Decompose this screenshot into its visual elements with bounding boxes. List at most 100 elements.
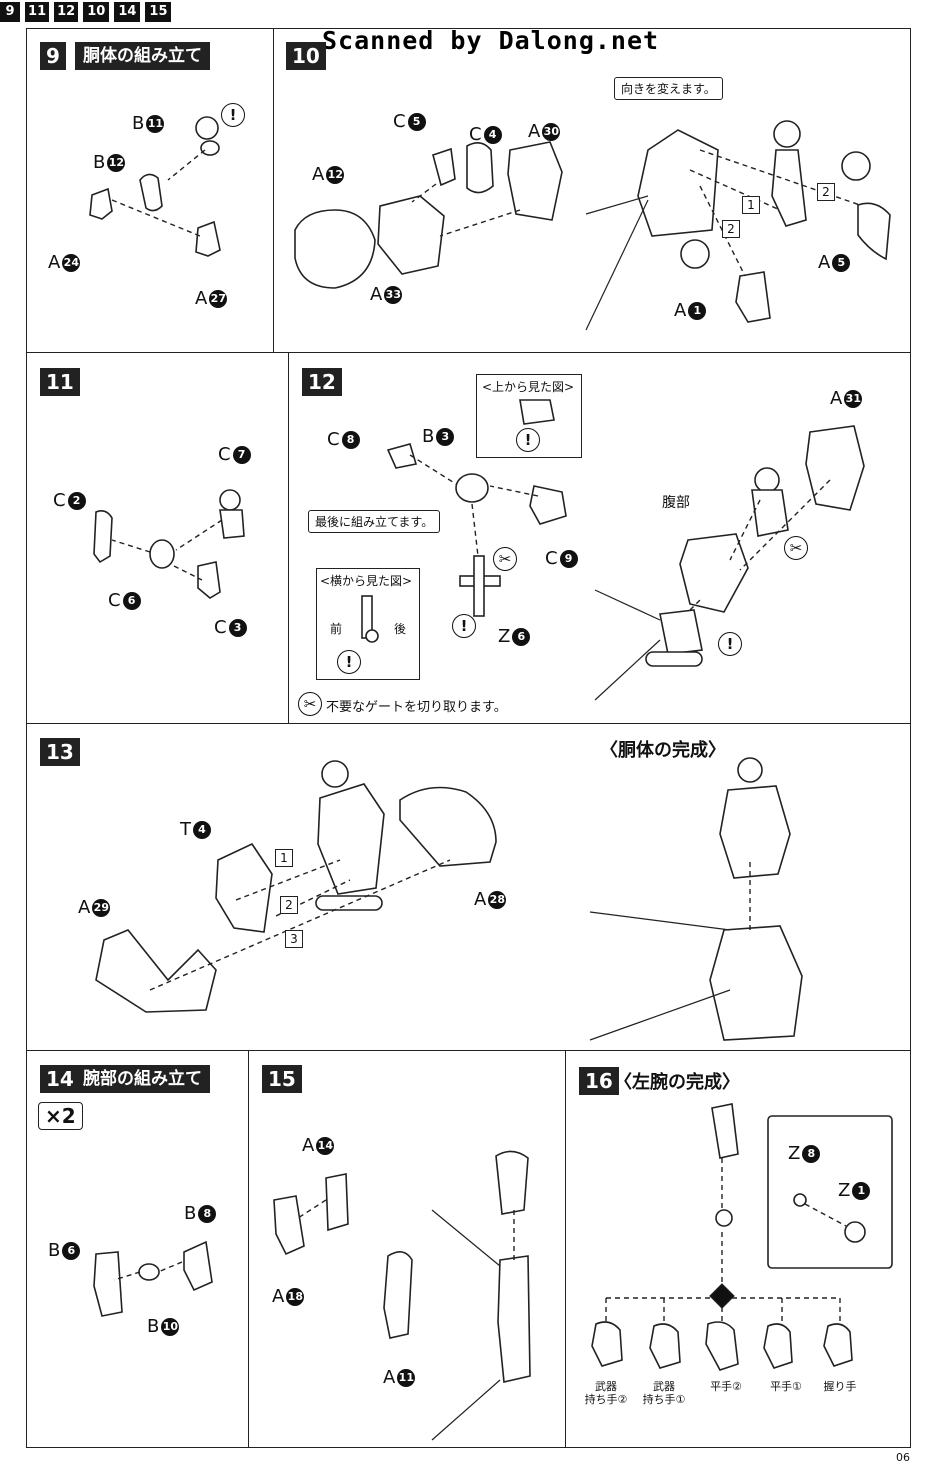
part-letter: B [48, 1240, 61, 1261]
part-letter: B [184, 1203, 197, 1224]
part-number: 33 [384, 285, 403, 304]
panel-step-16 [565, 1050, 911, 1448]
part-letter: Z [788, 1143, 801, 1164]
part-letter: C [327, 429, 340, 450]
part-letter: A [302, 1135, 315, 1156]
part-number: 27 [209, 289, 228, 308]
warning-icon: ! [516, 428, 540, 452]
part-letter: B [132, 113, 145, 134]
step-ref-15: 15 [145, 2, 172, 22]
hand-label-line2: 持ち手① [642, 1393, 686, 1406]
side-view-box [316, 568, 420, 680]
note-change-direction: 向きを変えます。 [614, 77, 723, 100]
part-letter: Z [498, 626, 511, 647]
part-number: 11 [397, 1368, 416, 1387]
hand-label-weapon-grip-1: 武器持ち手① [636, 1380, 692, 1406]
part-letter: Z [838, 1180, 851, 1201]
note-assemble-last: 最後に組み立てます。 [308, 510, 441, 533]
part-number: 18 [286, 1287, 305, 1306]
hand-label-line1: 握り手 [823, 1380, 857, 1393]
part-number: 6 [62, 1241, 81, 1260]
part-letter: A [383, 1367, 396, 1388]
warning-icon: ! [452, 614, 476, 638]
part-number: 3 [228, 618, 247, 637]
warning-icon: ! [221, 103, 245, 127]
hand-label-line1: 平手② [710, 1380, 742, 1393]
hand-label-fist: 握り手 [812, 1380, 868, 1393]
part-number: 1 [688, 301, 707, 320]
watermark-text: Scanned by Dalong.net [322, 26, 660, 55]
cut-gate-icon: ✂ [493, 547, 517, 571]
body-complete-title: 〈胴体の完成〉 [600, 740, 726, 761]
hand-label-line2: 持ち手② [584, 1393, 628, 1406]
part-letter: A [528, 121, 541, 142]
part-number: 5 [832, 253, 851, 272]
step-14-title: 腕部の組み立て [75, 1065, 210, 1093]
part-number: 7 [232, 445, 251, 464]
part-letter: A [370, 284, 383, 305]
part-number: 6 [122, 591, 141, 610]
part-letter: C [53, 490, 66, 511]
step-ref-12: 12 [54, 2, 79, 22]
hand-label-open-hand-2: 平手② [698, 1380, 754, 1393]
part-number: 1 [852, 1181, 871, 1200]
part-letter: A [674, 300, 687, 321]
hand-label-open-hand-1: 平手① [758, 1380, 814, 1393]
part-number: 10 [161, 1317, 180, 1336]
part-number: 2 [67, 491, 86, 510]
step-9-number: 9 [40, 42, 66, 70]
side-view-label: <横から見た図> [320, 574, 413, 588]
part-number: 9 [559, 549, 578, 568]
warning-icon: ! [337, 650, 361, 674]
part-letter: C [218, 444, 231, 465]
part-letter: A [48, 252, 61, 273]
part-letter: C [469, 124, 482, 145]
part-number: 28 [488, 890, 507, 909]
part-letter: B [422, 426, 435, 447]
part-number: 4 [193, 820, 211, 839]
part-letter: C [393, 111, 406, 132]
step-ref-10: 10 [83, 2, 110, 22]
hand-label-weapon-grip-2: 武器持ち手② [578, 1380, 634, 1406]
part-number: 24 [62, 253, 81, 272]
part-letter: B [93, 152, 106, 173]
part-number: 30 [542, 122, 561, 141]
part-letter: C [214, 617, 227, 638]
back-label: 後 [394, 622, 407, 636]
step-12-number: 12 [302, 368, 342, 396]
part-number: 3 [436, 427, 455, 446]
part-letter: T [180, 819, 191, 840]
step-ref-11: 11 [25, 2, 50, 22]
cut-gate-icon: ✂ [298, 692, 322, 716]
step-10-number: 10 [286, 42, 326, 70]
cut-gate-icon: ✂ [784, 536, 808, 560]
step-15-number: 15 [262, 1065, 302, 1093]
quantity-multiplier: ×2 [38, 1102, 83, 1130]
hand-label-line1: 武器 [595, 1380, 617, 1393]
part-letter: A [272, 1286, 285, 1307]
part-letter: C [108, 590, 121, 611]
hand-label-line1: 武器 [653, 1380, 675, 1393]
sequence-2b: 2 [722, 220, 740, 238]
part-number: 8 [198, 1204, 217, 1223]
